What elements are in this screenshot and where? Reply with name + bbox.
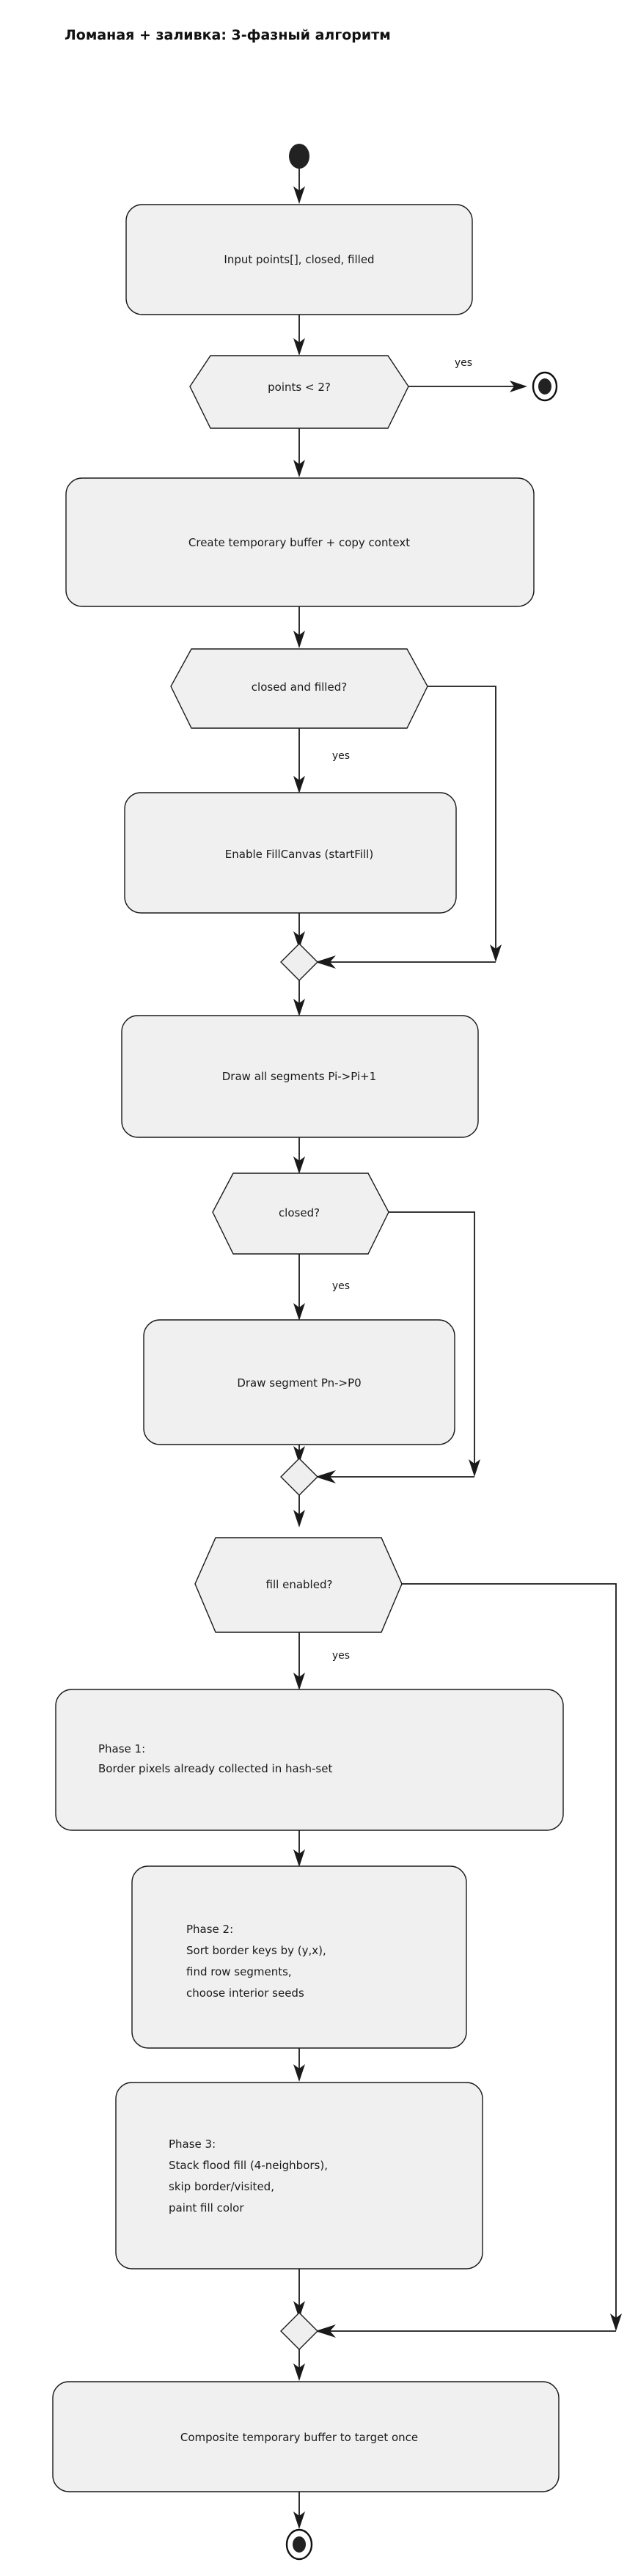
phase-3-box-shape: [115, 2082, 483, 2269]
arrow-start-to-input: [293, 186, 305, 204]
node-start[interactable]: [289, 144, 309, 169]
merge-3-diamond: [280, 2312, 318, 2350]
decision-points-lt2-shape: [189, 355, 409, 429]
edge-label-closed-and-filled-yes: yes: [332, 750, 350, 762]
node-decision-closed[interactable]: closed?: [212, 1173, 389, 1255]
arrow-phase3-to-merge3: [293, 2301, 305, 2319]
arrow-decision3-no-to-merge2: [315, 1470, 336, 1483]
arrow-create-buffer-to-decision2: [293, 631, 305, 648]
composite-box-label: Composite temporary buffer to target onc…: [180, 2431, 418, 2444]
arrow-phase1-to-phase2: [293, 1849, 305, 1867]
phase-2-line-2: Sort border keys by (y,x),: [186, 1944, 326, 1957]
phase-1-line-1: Phase 1:: [98, 1742, 145, 1755]
final-end-inner-dot: [293, 2536, 306, 2553]
arrow-merge2-to-decision4: [293, 1510, 305, 1527]
phase-1-box-shape: [55, 1689, 564, 1831]
arrow-enablefill-to-merge1: [293, 931, 305, 949]
node-composite[interactable]: Composite temporary buffer to target onc…: [52, 2381, 560, 2492]
node-decision-fill-enabled[interactable]: fill enabled?: [194, 1537, 403, 1633]
decision-points-lt2-label: points < 2?: [268, 381, 331, 394]
decision-closed-shape: [212, 1173, 389, 1255]
arrow-decision1-to-create-buffer: [293, 460, 305, 477]
merge-2-diamond: [280, 1458, 318, 1496]
phase-2-line-4: choose interior seeds: [186, 1986, 304, 2000]
composite-box-shape: [52, 2381, 560, 2492]
arrow-drawall-to-decision3: [293, 1156, 305, 1174]
edge-decision3-no-to-merge2: [389, 1211, 475, 1465]
enable-fillcanvas-box-shape: [124, 792, 457, 914]
node-decision-points-lt2[interactable]: points < 2?: [189, 355, 409, 429]
create-buffer-box-label: Create temporary buffer + copy context: [188, 536, 410, 549]
early-end-inner-dot: [538, 378, 551, 395]
edge-decision2-no-to-merge1: [428, 686, 496, 950]
arrow-composite-to-end: [293, 2511, 305, 2529]
node-draw-closing-segment[interactable]: Draw segment Pn->P0: [143, 1319, 455, 1445]
arrow-decision3-no-down: [469, 1459, 480, 1477]
node-early-end[interactable]: [532, 371, 558, 402]
phase-1-line-2: Border pixels already collected in hash-…: [98, 1762, 332, 1775]
node-create-buffer[interactable]: Create temporary buffer + copy context: [65, 477, 535, 607]
draw-all-segments-box-shape: [121, 1015, 479, 1138]
node-enable-fillcanvas[interactable]: Enable FillCanvas (startFill): [124, 792, 457, 914]
arrow-merge1-to-drawall: [293, 999, 305, 1016]
draw-closing-segment-box-label: Draw segment Pn->P0: [237, 1376, 361, 1390]
node-merge-3[interactable]: [280, 2312, 318, 2350]
arrow-decision2-yes-to-enablefill: [293, 776, 305, 793]
decision-closed-and-filled-label: closed and filled?: [252, 680, 347, 694]
arrow-merge3-to-composite: [293, 2363, 305, 2381]
edge-label-closed-yes: yes: [332, 1280, 350, 1292]
create-buffer-box-shape: [65, 477, 535, 607]
edge-label-points-lt2-yes: yes: [455, 357, 472, 369]
phase-3-line-4: paint fill color: [169, 2201, 244, 2214]
phase-2-box-shape: [131, 1865, 467, 2049]
arrow-decision4-no-down: [610, 2313, 622, 2331]
arrow-decision4-no-to-merge3: [315, 2324, 336, 2338]
edge-label-fill-enabled-yes: yes: [332, 1650, 350, 1662]
decision-closed-and-filled-shape: [170, 648, 428, 729]
edges-layer: [293, 165, 622, 2529]
phase-2-line-3: find row segments,: [186, 1965, 292, 1978]
decision-fill-enabled-label: fill enabled?: [266, 1578, 333, 1591]
enable-fillcanvas-box-label: Enable FillCanvas (startFill): [225, 848, 373, 861]
arrow-drawclosing-to-merge2: [293, 1446, 305, 1464]
phase-3-line-2: Stack flood fill (4-neighbors),: [169, 2159, 328, 2172]
decision-closed-label: closed?: [279, 1206, 320, 1219]
node-draw-all-segments[interactable]: Draw all segments Pi->Pi+1: [121, 1015, 479, 1138]
node-decision-closed-and-filled[interactable]: closed and filled?: [170, 648, 428, 729]
input-box-label: Input points[], closed, filled: [224, 253, 374, 266]
arrow-phase2-to-phase3: [293, 2064, 305, 2082]
arrow-decision2-no-to-merge1: [315, 955, 336, 969]
edge-decision4-no-to-merge3: [402, 1583, 617, 2319]
node-merge-2[interactable]: [280, 1458, 318, 1496]
node-final-end[interactable]: [285, 2528, 313, 2561]
arrow-decision4-yes-to-phase1: [293, 1673, 305, 1690]
node-merge-1[interactable]: [280, 943, 318, 981]
phase-3-line-3: skip border/visited,: [169, 2180, 274, 2193]
node-input[interactable]: Input points[], closed, filled: [125, 204, 473, 315]
draw-closing-segment-box-shape: [143, 1319, 455, 1445]
input-box-shape: [125, 204, 473, 315]
arrow-decision3-yes-to-drawclosing: [293, 1303, 305, 1321]
phase-3-line-1: Phase 3:: [169, 2138, 216, 2151]
draw-all-segments-box-label: Draw all segments Pi->Pi+1: [222, 1070, 376, 1083]
decision-fill-enabled-shape: [194, 1537, 403, 1633]
arrow-decision1-yes-to-end: [510, 381, 527, 392]
node-phase-3[interactable]: Phase 3: Stack flood fill (4-neighbors),…: [115, 2082, 483, 2269]
arrow-input-to-decision1: [293, 338, 305, 356]
merge-1-diamond: [280, 943, 318, 981]
arrow-decision2-no-down: [490, 944, 502, 962]
start-node-dot: [289, 144, 309, 169]
node-phase-1[interactable]: Phase 1: Border pixels already collected…: [55, 1689, 564, 1831]
node-phase-2[interactable]: Phase 2: Sort border keys by (y,x), find…: [131, 1865, 467, 2049]
phase-2-line-1: Phase 2:: [186, 1923, 233, 1936]
page-title: Ломаная + заливка: 3-фазный алгоритм: [65, 27, 391, 43]
